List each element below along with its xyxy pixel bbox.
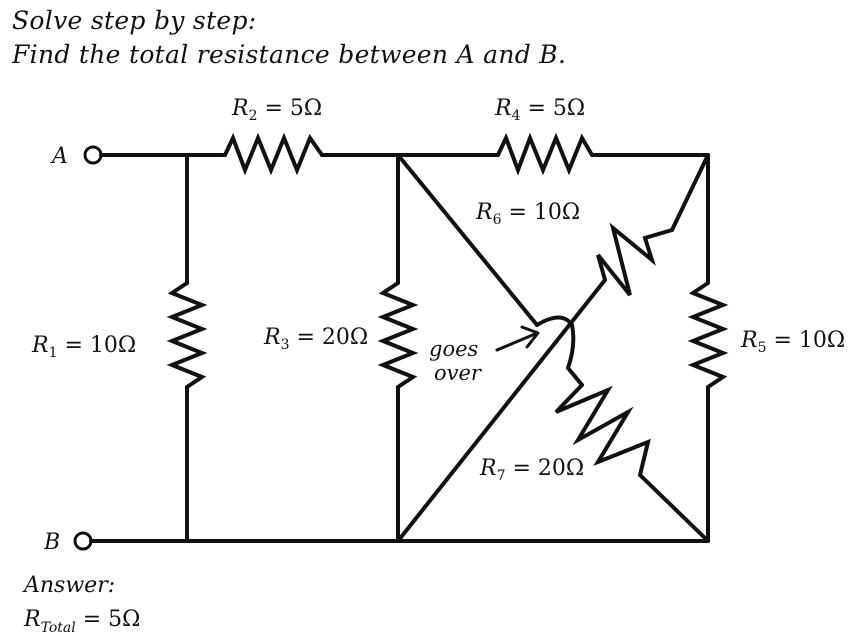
terminal-b-label: B <box>43 530 60 555</box>
arrow-head <box>520 325 540 349</box>
problem-line-1: Solve step by step: <box>12 6 257 35</box>
label-r5: R5 = 10Ω <box>740 328 845 356</box>
wire-diagonal-top-left <box>396 153 539 327</box>
resistor-r4 <box>496 132 594 176</box>
annotation-goes: goes <box>429 337 479 361</box>
answer-value: RTotal = 5Ω <box>23 607 140 636</box>
label-r3: R3 = 20Ω <box>263 325 368 353</box>
wire-diagonal-bottom-left <box>396 278 607 543</box>
wire-r7-to-bottom-right <box>638 473 710 543</box>
resistor-r5 <box>687 281 729 389</box>
label-r2: R2 = 5Ω <box>231 96 322 124</box>
label-r4: R4 = 5Ω <box>494 96 585 124</box>
annotation-over: over <box>434 361 483 385</box>
problem-line-2: Find the total resistance between A and … <box>12 40 567 69</box>
terminal-a-node <box>83 145 103 165</box>
arrow-shaft <box>495 332 537 352</box>
label-r6: R6 = 10Ω <box>475 200 580 228</box>
resistor-r7 <box>554 383 651 477</box>
wire-crossover-hop <box>535 315 584 387</box>
resistor-r2 <box>223 132 324 176</box>
resistor-r3 <box>377 281 419 389</box>
resistor-r6 <box>596 222 674 297</box>
answer-label: Answer: <box>22 573 115 598</box>
resistor-r1 <box>166 281 208 389</box>
terminal-a-label: A <box>50 144 68 169</box>
label-r1: R1 = 10Ω <box>31 333 136 361</box>
terminal-b-node <box>73 531 93 551</box>
wire-r6-to-top-right <box>670 153 710 232</box>
label-r7: R7 = 20Ω <box>479 456 584 484</box>
